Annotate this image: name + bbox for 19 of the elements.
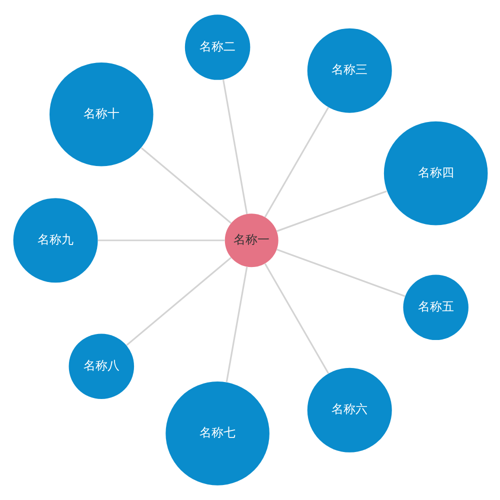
- connector: [126, 257, 232, 346]
- connector: [264, 263, 329, 374]
- node-circle: 名称五: [402, 274, 468, 340]
- connector: [276, 248, 405, 297]
- node-circle: 名称十: [49, 62, 153, 166]
- node-circle: 名称二: [184, 14, 250, 80]
- node-circle: 名称七: [165, 382, 269, 486]
- connector: [276, 190, 386, 232]
- node-circle: 名称六: [306, 368, 392, 452]
- connector: [264, 106, 329, 218]
- node-circle: 名称四: [383, 121, 488, 226]
- node-circle: 名称三: [306, 28, 392, 113]
- connector: [222, 79, 248, 214]
- node-circle: 名称九: [12, 198, 98, 283]
- connector: [225, 266, 248, 382]
- connector: [140, 147, 232, 224]
- node-circle: 名称八: [68, 334, 134, 400]
- connector: [97, 240, 224, 242]
- node-circle: 名称一: [224, 214, 278, 268]
